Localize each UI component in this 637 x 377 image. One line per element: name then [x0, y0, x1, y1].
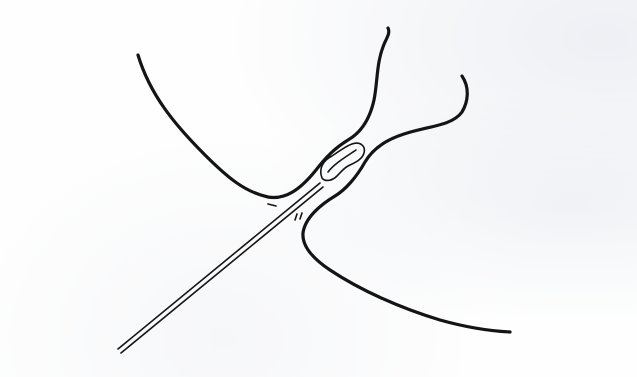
lower-tissue-contour	[303, 76, 510, 332]
swab-shaft-lower	[121, 187, 323, 353]
tick-mark-right-b	[300, 213, 302, 219]
upper-tissue-contour	[138, 28, 389, 198]
swab-shaft-upper	[118, 183, 320, 349]
tick-mark-right-a	[295, 214, 297, 220]
tick-mark-left	[268, 204, 276, 206]
